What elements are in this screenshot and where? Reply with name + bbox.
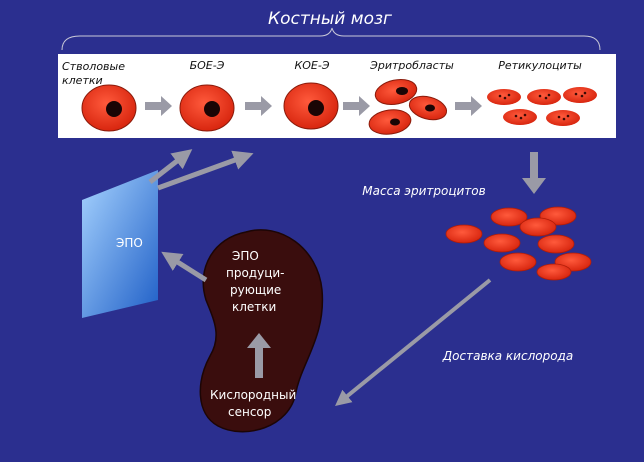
stem-cells-label-line1: Стволовые: [62, 60, 125, 73]
kidney-epo-line2: продуци-: [226, 266, 285, 280]
stem-cells-label-line2: клетки: [62, 74, 103, 87]
arrow-epo-to-boe: [148, 149, 193, 184]
arrow-epo-to-koe: [157, 150, 254, 191]
arrow-stem-to-boe: [145, 96, 172, 116]
oxygen-delivery-label: Доставка кислорода: [442, 349, 573, 363]
epo-label: ЭПО: [116, 236, 143, 250]
epo-stimulation-arrows: [148, 149, 254, 191]
boe-cell: [179, 84, 235, 132]
arrow-boe-to-koe: [245, 96, 272, 116]
arrow-koe-to-erythroblasts: [343, 96, 370, 116]
arrow-sensor-to-producers: [247, 333, 271, 378]
rbc-mass-label: Масса эритроцитов: [362, 184, 485, 198]
stage-arrows: [145, 96, 482, 116]
erythroblast-cells: [368, 78, 448, 135]
bone-marrow-title: Костный мозг: [268, 9, 392, 29]
reticulocytes-label: Ретикулоциты: [498, 59, 582, 72]
arrow-to-rbc-mass: [522, 152, 546, 194]
reticulocyte-cells: [487, 87, 597, 126]
kidney-epo-line1: ЭПО: [232, 249, 259, 263]
bone-marrow-brace: [61, 27, 601, 51]
kidney-epo-line4: клетки: [232, 300, 276, 314]
epo-panel: [82, 170, 158, 318]
oxygen-sensor-line2: сенсор: [228, 405, 271, 419]
arrow-erythroblasts-to-reticulocytes: [455, 96, 482, 116]
erythroblasts-label: Эритробласты: [369, 59, 454, 72]
stem-cell: [81, 84, 137, 132]
kidney-shape: [199, 229, 324, 433]
oxygen-sensor-line1: Кислородный: [210, 388, 296, 402]
arrow-oxygen-delivery: [335, 278, 492, 407]
kidney-epo-line3: рующие: [230, 283, 281, 297]
arrow-kidney-to-epo: [161, 251, 208, 283]
boe-label: БОЕ-Э: [190, 59, 225, 72]
rbc-mass-cells: [445, 206, 592, 281]
koe-label: КОЕ-Э: [294, 59, 329, 72]
koe-cell: [283, 82, 339, 130]
